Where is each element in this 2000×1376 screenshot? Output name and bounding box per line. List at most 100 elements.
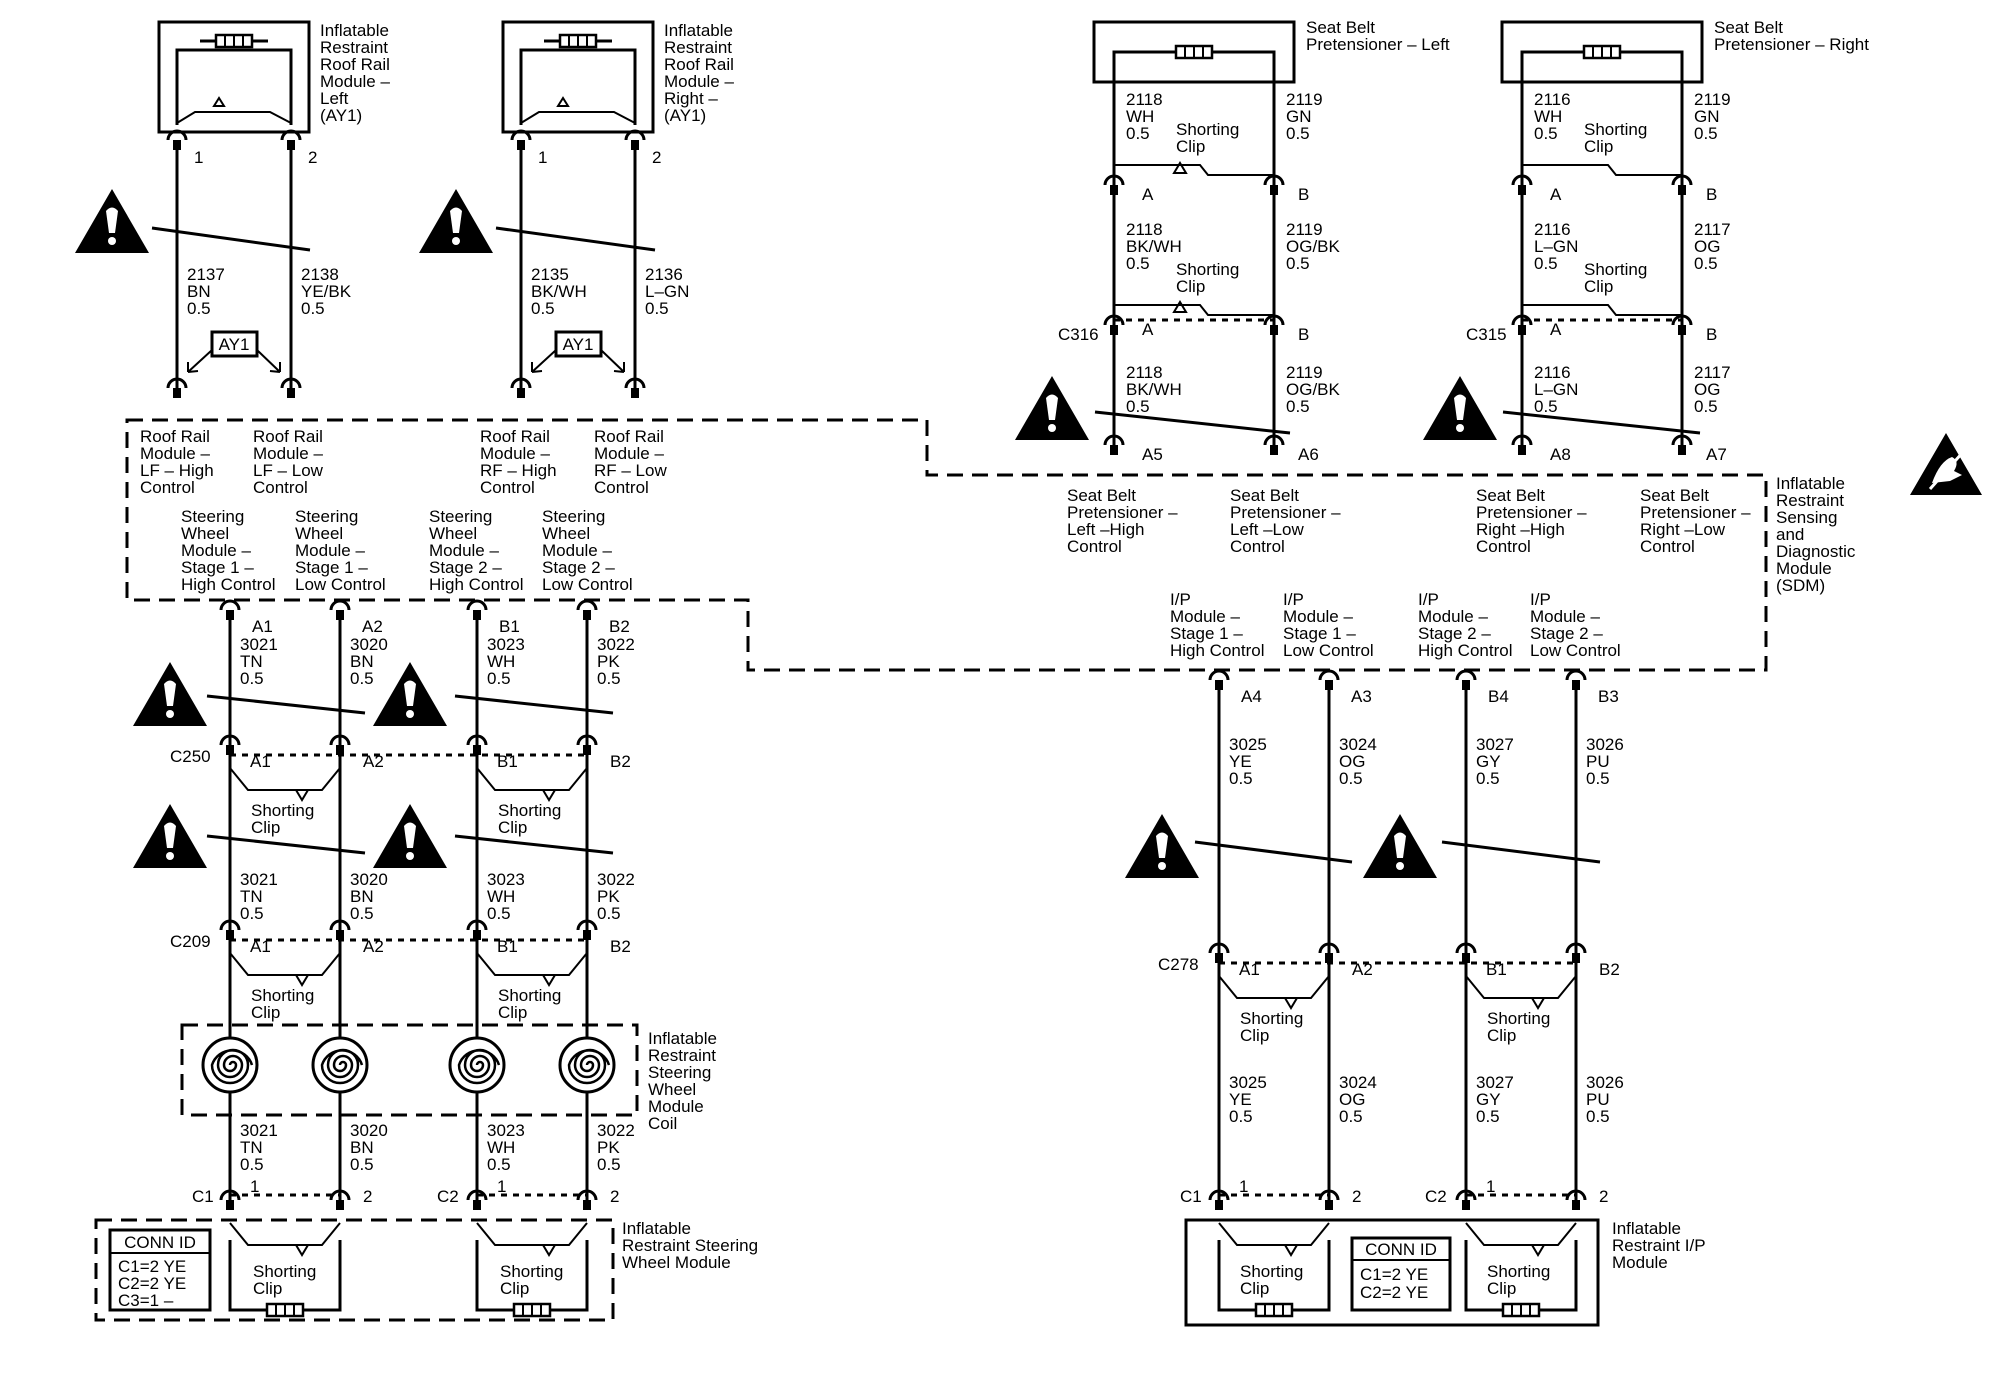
sdm-function-label: Pretensioner –: [1476, 503, 1587, 522]
caution-icon: [419, 189, 493, 253]
circuit-label: 0.5: [1476, 1107, 1500, 1126]
roof-rail-left-box: [157, 20, 311, 134]
circuit-label: 0.5: [597, 1155, 621, 1174]
sdm-function-label: Module –: [429, 541, 499, 560]
shorting-clip-label: Shorting: [1584, 120, 1647, 139]
circuit-label: 2119: [1286, 220, 1323, 239]
svg-text:Restraint: Restraint: [320, 38, 388, 57]
roof-rail-right-loop: [519, 48, 637, 125]
roof-rail-right-name: Inflatable Restraint Roof Rail Module – …: [664, 21, 734, 125]
pin-number: 1: [497, 1177, 506, 1196]
circuit-label: TN: [240, 1138, 263, 1157]
circuit-label: OG: [1339, 752, 1365, 771]
circuit-label: BN: [187, 282, 211, 301]
circuit-label: 3023: [487, 1121, 525, 1140]
circuit-label: WH: [487, 1138, 515, 1157]
shorting-clip-contact: [476, 767, 588, 791]
connector-label: C1: [1180, 1187, 1202, 1206]
pin-label: A2: [1352, 960, 1373, 979]
circuit-label: 0.5: [1534, 254, 1558, 273]
connector-terminal-icon: [510, 129, 532, 152]
pin-label: A3: [1351, 687, 1372, 706]
circuit-label: 3025: [1229, 1073, 1267, 1092]
pin-label: A4: [1241, 687, 1262, 706]
svg-text:Inflatable: Inflatable: [622, 1219, 691, 1238]
option-tag-right: AY1: [531, 330, 625, 373]
circuit-label: 0.5: [1339, 769, 1363, 788]
sdm-function-label: Control: [480, 478, 535, 497]
pin-label: B1: [497, 937, 518, 956]
sdm-function-label: Pretensioner –: [1640, 503, 1751, 522]
svg-text:Roof Rail: Roof Rail: [320, 55, 390, 74]
pin-label: A1: [250, 937, 271, 956]
shorting-clip-label: Shorting: [498, 801, 561, 820]
sdm-function-label: Stage 2 –: [1418, 624, 1491, 643]
pin-label: A8: [1550, 445, 1571, 464]
shorting-clip-contact: [1218, 975, 1330, 999]
sdm-function-label: Wheel: [295, 524, 343, 543]
circuit-label: 0.5: [487, 904, 511, 923]
shorting-clip-contact: [1465, 975, 1577, 999]
esd-icon: [1910, 433, 1982, 495]
sdm-function-label: Roof Rail: [594, 427, 664, 446]
shorting-clip-label: Clip: [1176, 137, 1205, 156]
connector-terminal-icon: [576, 599, 598, 622]
pin-label: B: [1706, 185, 1717, 204]
connector-terminal-icon: [219, 599, 241, 622]
pin-label: A: [1550, 320, 1562, 339]
sdm-function-label: I/P: [1418, 590, 1439, 609]
circuit-label: WH: [487, 652, 515, 671]
steering-module-enclosure: [94, 1218, 615, 1322]
svg-text:(AY1): (AY1): [664, 106, 706, 125]
sdm-function-label: Stage 1 –: [1170, 624, 1243, 643]
circuit-label: 2135: [531, 265, 569, 284]
sdm-function-label: High Control: [1418, 641, 1513, 660]
circuit-label: 3026: [1586, 1073, 1624, 1092]
circuit-label: 2119: [1286, 363, 1323, 382]
connector-label: C315: [1466, 325, 1507, 344]
shorting-clip-label: Shorting: [1176, 120, 1239, 139]
twisted-pair-marker: [454, 694, 614, 715]
circuit-label: 3020: [350, 870, 388, 889]
svg-text:Module –: Module –: [664, 72, 734, 91]
shorting-clip-label: Clip: [1584, 137, 1613, 156]
circuit-label: 0.5: [597, 904, 621, 923]
circuit-label: BK/WH: [1126, 380, 1182, 399]
resistor-icon: [496, 1302, 568, 1318]
twisted-pair-marker: [1194, 840, 1353, 864]
circuit-label: 0.5: [1534, 124, 1558, 143]
caution-icon: [133, 662, 207, 726]
svg-text:Pretensioner – Right: Pretensioner – Right: [1714, 35, 1869, 54]
twisted-pair-marker: [1094, 410, 1291, 435]
pin-number: 1: [194, 148, 203, 167]
shorting-clip-pointer: [541, 974, 557, 987]
pin-label: B: [1706, 325, 1717, 344]
resistor-icon: [198, 33, 270, 49]
circuit-label: OG: [1694, 237, 1720, 256]
roof-rail-left-name: Inflatable Restraint Roof Rail Module – …: [320, 21, 390, 125]
pin-number: 2: [1599, 1187, 1608, 1206]
shorting-clip-label: Clip: [498, 1003, 527, 1022]
circuit-label: 3024: [1339, 735, 1377, 754]
sdm-function-label: High Control: [1170, 641, 1265, 660]
circuit-label: 0.5: [1586, 1107, 1610, 1126]
circuit-label: BN: [350, 1138, 374, 1157]
roof-rail-right-box: [501, 20, 655, 134]
circuit-label: 2117: [1694, 363, 1731, 382]
sdm-function-label: Stage 2 –: [429, 558, 502, 577]
sdm-function-label: Module –: [181, 541, 251, 560]
shorting-clip-pointer: [556, 96, 570, 107]
pin-number: 2: [363, 1187, 372, 1206]
circuit-label: 2137: [187, 265, 225, 284]
shorting-clip-label: Clip: [1584, 277, 1613, 296]
caution-icon: [133, 804, 207, 868]
pin-label: B1: [497, 752, 518, 771]
circuit-label: GY: [1476, 752, 1501, 771]
sdm-enclosure: [125, 418, 1768, 672]
caution-icon: [75, 189, 149, 253]
shorting-clip-label: Clip: [251, 818, 280, 837]
sdm-function-label: Module –: [1170, 607, 1240, 626]
sdm-function-label: Control: [253, 478, 308, 497]
svg-text:Inflatable: Inflatable: [648, 1029, 717, 1048]
